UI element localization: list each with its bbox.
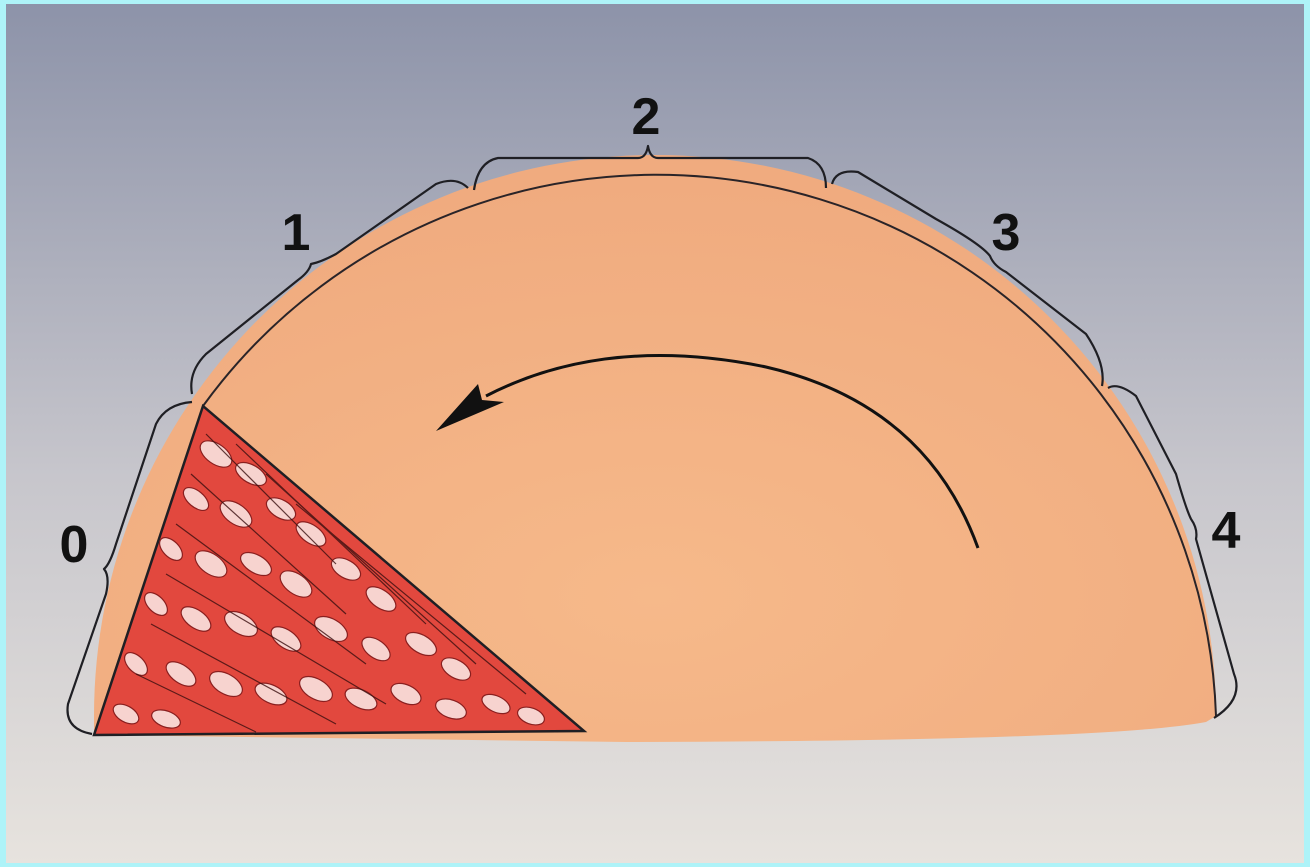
semicircle-sector-diagram: 0 1 2 3 4 [6, 4, 1304, 863]
diagram-slide: 0 1 2 3 4 [6, 4, 1304, 863]
sector-label-0: 0 [60, 516, 89, 574]
sector-label-4: 4 [1212, 502, 1241, 560]
sector-label-2: 2 [632, 88, 661, 146]
sector-label-3: 3 [992, 204, 1021, 262]
sector-label-1: 1 [282, 204, 311, 262]
